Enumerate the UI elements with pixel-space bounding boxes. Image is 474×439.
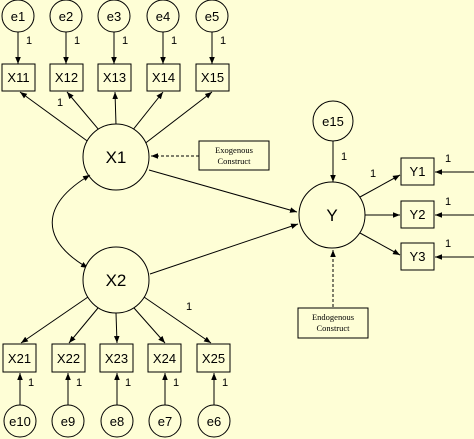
indicator-box-y1 [400,157,435,186]
exogenous-line-1: Exogenous [215,145,253,155]
exogenous-line-2: Construct [217,156,251,166]
latent-x1-group: X1 [82,123,150,191]
latent-label-x1: X1 [106,148,127,167]
endogenous-box [297,307,369,339]
latent-label-y: Y [326,206,337,225]
error-label-e3: e3 [107,9,121,24]
covariance-arrow-x1-x2 [51,174,91,269]
latent-label-x2: X2 [106,271,127,290]
endogenous-note: Endogenous Construct [297,250,369,339]
indicator-label-y1: Y1 [410,164,426,179]
loading-arrow-x12 [66,91,100,131]
error-label-e6: e6 [207,414,221,429]
loading-arrow-x25 [143,296,212,344]
error-label-e9: e9 [61,414,75,429]
indicator-box-x12 [49,63,84,92]
loading-arrow-x15 [142,91,213,146]
error-label-e1: e1 [11,9,25,24]
exogenous-note: Exogenous Construct [151,140,270,171]
indicator-label-x15: X15 [201,70,224,85]
error-label-e10: e10 [9,414,31,429]
indicator-label-x23: X23 [105,351,128,366]
indicator-label-x22: X22 [57,351,80,366]
error-node-e7 [148,404,182,438]
weight-e2: 1 [74,35,80,47]
error-node-e9 [51,404,85,438]
loading-arrow-x24 [133,307,166,344]
error-label-e2: e2 [59,9,73,24]
weight-y1: 1 [370,168,376,180]
error-node-e8 [100,404,134,438]
indicator-box-x22 [51,343,86,373]
weight-e6: 1 [222,377,228,389]
loading-arrow-x13 [112,91,119,126]
weight-x12: 1 [57,97,63,109]
indicator-label-x25: X25 [202,351,225,366]
latent-x2-group: X2 [82,246,150,314]
weight-e1: 1 [26,35,32,47]
loading-arrow-y1 [359,174,401,198]
x1-indicator-group: e1 e2 e3 e4 e5 1 1 1 1 1 X11 X12 X13 X14… [1,0,230,146]
weight-e5: 1 [220,35,226,47]
indicator-label-x11: X11 [7,70,29,85]
loading-arrow-x21 [20,296,89,344]
weight-x25: 1 [186,301,192,313]
indicator-box-y3 [400,242,435,271]
indicator-box-x13 [97,63,132,92]
weight-e3: 1 [122,35,128,47]
indicator-label-y3: Y3 [410,249,426,264]
indicator-label-x21: X21 [8,351,31,366]
indicator-box-x21 [2,343,37,373]
indicator-label-x14: X14 [152,70,175,85]
path-arrow-x1-y [148,169,298,213]
indicator-box-x25 [196,343,231,373]
error-label-e4: e4 [156,9,170,24]
weight-e9: 1 [76,377,82,389]
weight-e15: 1 [341,151,347,163]
error-node-e10 [3,404,37,438]
indicator-box-x14 [146,63,181,92]
latent-y-group: e15 1 Y 1 Y1 Y2 Y3 1 1 1 [298,100,474,271]
indicator-label-x13: X13 [103,70,126,85]
weight-e7: 1 [173,377,179,389]
indicator-box-x15 [195,63,230,92]
weight-ey1: 1 [445,153,451,165]
loading-arrow-x11 [19,91,91,144]
error-label-e8: e8 [110,414,124,429]
loading-arrow-x22 [68,307,99,344]
weight-ey3: 1 [445,238,451,250]
indicator-box-y2 [400,200,435,229]
error-label-e15: e15 [322,114,344,129]
weight-ey2: 1 [445,196,451,208]
error-label-e7: e7 [158,414,172,429]
indicator-box-x24 [147,343,182,373]
error-node-e6 [197,404,231,438]
latent-node-x1 [82,123,150,191]
indicator-box-x23 [99,343,134,373]
x2-indicator-group: 1 X21 X22 X23 X24 X25 1 1 1 1 1 e10 e9 e… [2,296,231,438]
indicator-label-y2: Y2 [410,207,426,222]
loading-arrow-y3 [359,232,401,256]
weight-e10: 1 [28,377,34,389]
weight-e4: 1 [171,35,177,47]
loading-arrow-x14 [131,91,164,132]
indicator-label-x24: X24 [153,351,176,366]
loading-arrow-x23 [113,312,120,344]
indicator-box-x11 [1,63,36,92]
error-label-e5: e5 [205,9,219,24]
endogenous-line-1: Endogenous [312,312,354,322]
indicator-label-x12: X12 [55,70,78,85]
exogenous-box [198,140,270,171]
endogenous-line-2: Construct [316,323,350,333]
weight-e8: 1 [125,377,131,389]
path-arrow-x2-y [149,223,299,275]
